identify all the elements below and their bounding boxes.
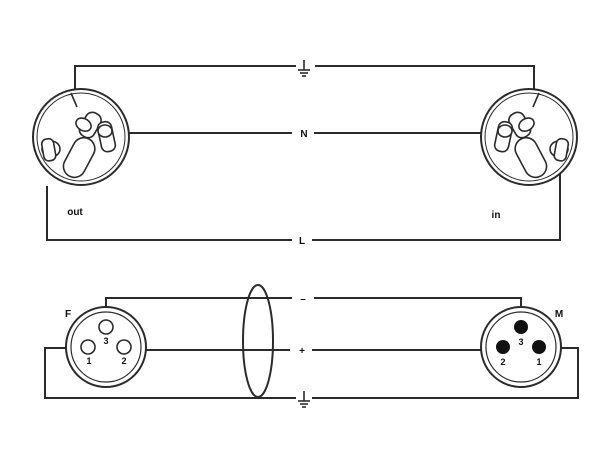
minus-wire-label: – — [300, 294, 306, 305]
minus-wire-left — [105, 297, 292, 318]
live-wire-label: L — [299, 236, 305, 247]
neutral-wire-label: N — [300, 129, 307, 140]
ground-symbol-top — [298, 60, 310, 77]
female-pin-2-label: 2 — [121, 356, 126, 366]
out-label: out — [67, 207, 83, 218]
ground-symbol-bottom — [298, 391, 310, 408]
live-wire-right — [312, 170, 561, 241]
male-pin-3-label: 3 — [518, 337, 523, 347]
male-label: M — [555, 309, 563, 320]
male-pin-1 — [532, 340, 546, 354]
female-pin-3-label: 3 — [103, 336, 108, 346]
plus-wire-label: + — [299, 346, 305, 357]
male-pin-2-label: 2 — [500, 357, 505, 367]
female-pin-2 — [116, 339, 132, 355]
female-label: F — [65, 309, 71, 320]
male-pin-1-label: 1 — [536, 357, 541, 367]
live-wire-left — [46, 186, 292, 241]
female-pin-1 — [80, 339, 96, 355]
minus-wire-right — [314, 297, 522, 320]
female-pin-3 — [98, 319, 114, 335]
powercon-in-connector: in — [480, 88, 578, 221]
xlr-male-connector: 3 2 1 M — [480, 306, 563, 388]
female-pin-1-label: 1 — [86, 356, 91, 366]
powercon-out-connector: out — [32, 88, 130, 218]
cable-shield — [242, 284, 274, 398]
in-label: in — [492, 210, 501, 221]
xlr-female-connector: 3 1 2 F — [65, 306, 147, 388]
male-pin-3 — [514, 320, 528, 334]
ground-wire-left — [74, 65, 296, 93]
male-pin-2 — [496, 340, 510, 354]
ground-wire-right — [315, 65, 535, 91]
powercon-cable: N L out — [32, 60, 578, 247]
xlr-cable: – + 3 1 2 F 3 2 1 — [44, 284, 579, 408]
